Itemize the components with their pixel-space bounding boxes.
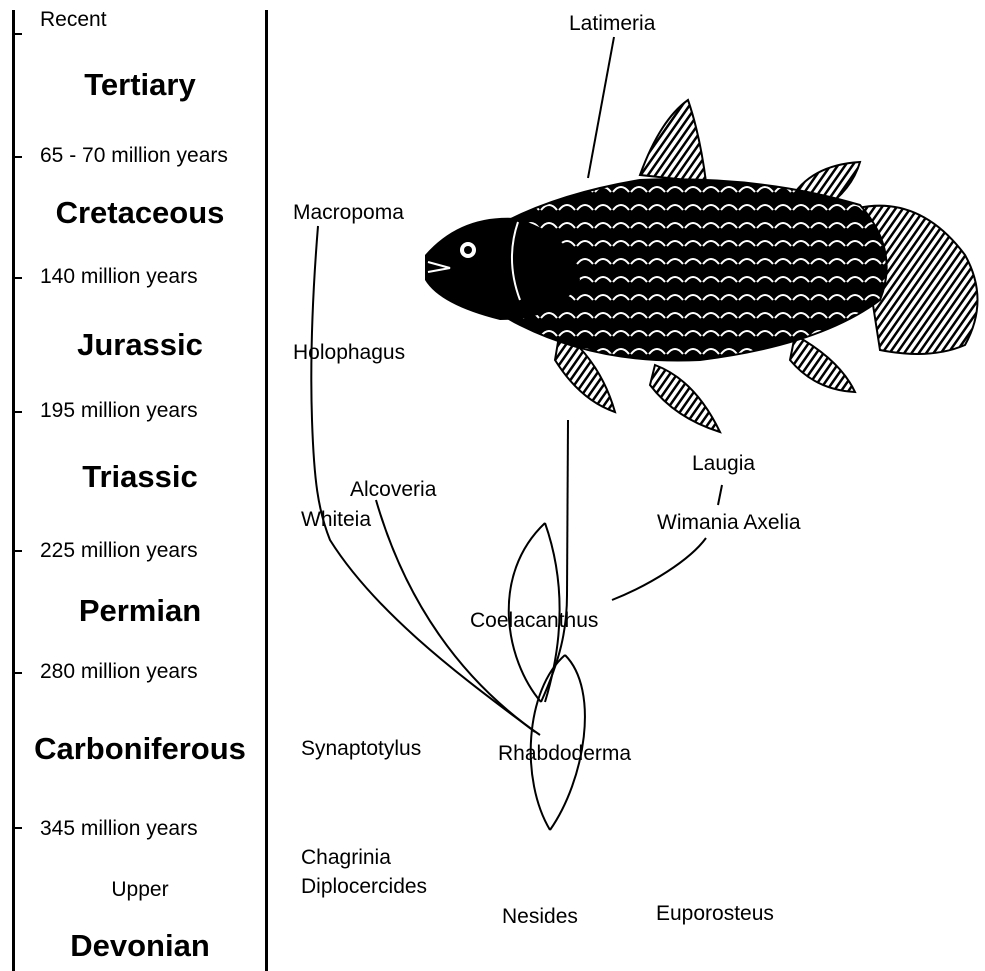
genus-whiteia: Whiteia: [301, 508, 371, 532]
branch-laugia: [718, 485, 722, 505]
branch-wimania: [612, 538, 706, 600]
genus-laugia: Laugia: [692, 452, 755, 476]
genus-euporosteus: Euporosteus: [656, 902, 774, 926]
genus-rhabdoderma: Rhabdoderma: [498, 742, 631, 766]
genus-macropoma: Macropoma: [293, 201, 404, 225]
genus-alcoveria: Alcoveria: [350, 478, 436, 502]
genus-coelacanthus: Coelacanthus: [470, 609, 598, 633]
genus-synaptotylus: Synaptotylus: [301, 737, 421, 761]
fish-pupil: [464, 246, 472, 254]
genus-holophagus: Holophagus: [293, 341, 405, 365]
genus-diplocercides: Diplocercides: [301, 875, 427, 899]
first-dorsal-fin: [640, 100, 706, 182]
genus-chagrinia: Chagrinia: [301, 846, 391, 870]
genus-wimania-axelia: Wimania Axelia: [657, 511, 801, 535]
anal-fin: [790, 335, 855, 392]
branch-latimeria: [588, 37, 614, 178]
coelacanth-illustration: [425, 100, 978, 432]
branch-latimeria-stem: [567, 420, 568, 595]
genus-latimeria: Latimeria: [569, 12, 655, 36]
pelvic-fin: [650, 365, 720, 432]
genus-nesides: Nesides: [502, 905, 578, 929]
